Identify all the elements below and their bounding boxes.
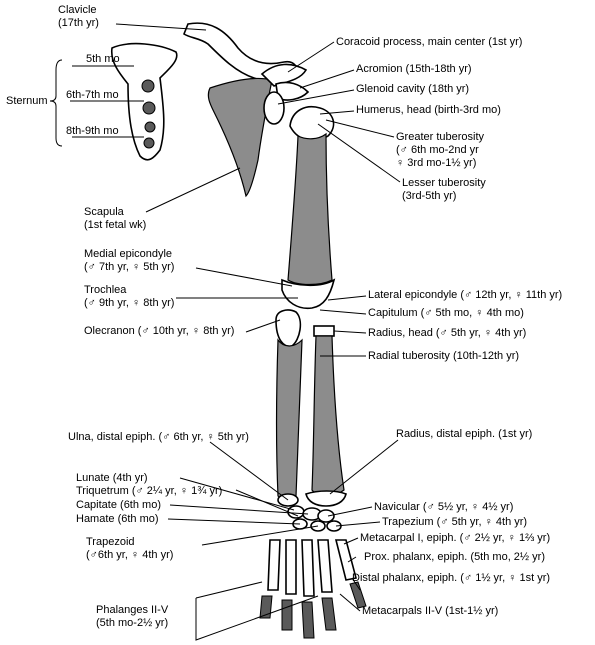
label-sternum-8th-9th-mo: 8th-9th mo [66, 125, 119, 137]
label-acromion: Acromion (15th-18th yr) [356, 63, 472, 75]
label-humerus-head: Humerus, head (birth-3rd mo) [356, 104, 501, 116]
label-radial-tuberosity: Radial tuberosity (10th-12th yr) [368, 350, 520, 362]
label-sternum-6th-7th-mo: 6th-7th mo [66, 89, 119, 101]
label-lunate: Lunate (4th yr) [76, 472, 148, 484]
carpal-bones [287, 505, 342, 532]
label-trapezium: Trapezium (♂ 5th yr, ♀ 4th yr) [382, 516, 528, 528]
phalanx-3 [301, 601, 315, 639]
label-scapula: Scapula (1st fetal wk) [84, 206, 147, 231]
phalanx-2 [321, 597, 337, 631]
label-capitulum: Capitulum (♂ 5th mo, ♀ 4th mo) [368, 307, 524, 319]
sternum-center-4 [143, 137, 155, 149]
phalanx-5 [259, 595, 273, 619]
label-triquetrum: Triquetrum (♂ 2¼ yr, ♀ 1¾ yr) [76, 485, 223, 497]
label-sternum: Sternum [6, 95, 48, 107]
metacarpal-3 [301, 539, 315, 597]
humerus-distal-end [281, 278, 336, 310]
sternum-center-2 [142, 101, 156, 115]
metacarpal-1 [334, 539, 357, 581]
label-lateral-epicondyle: Lateral epicondyle (♂ 12th yr, ♀ 11th yr… [368, 289, 563, 301]
label-sternum-5th-mo: 5th mo [86, 53, 120, 65]
navicular-bone [317, 509, 335, 523]
label-radius-head: Radius, head (♂ 5th yr, ♀ 4th yr) [368, 327, 527, 339]
label-lesser-tuberosity: Lesser tuberosity (3rd-5th yr) [402, 177, 486, 202]
leader-lines [49, 23, 401, 641]
label-glenoid-cavity: Glenoid cavity (18th yr) [356, 83, 470, 95]
label-phalanges-ii-v: Phalanges II-V (5th mo-2½ yr) [96, 604, 169, 629]
label-trapezoid: Trapezoid (♂6th yr, ♀ 4th yr) [86, 536, 174, 561]
radius-distal-epiphysis [305, 490, 347, 507]
label-coracoid-process: Coracoid process, main center (1st yr) [336, 36, 523, 48]
label-radius-distal-epiphysis: Radius, distal epiph. (1st yr) [396, 428, 533, 440]
label-hamate: Hamate (6th mo) [76, 513, 159, 525]
ulna-shaft [275, 338, 303, 500]
metacarpal-5 [267, 539, 281, 591]
radius-shaft [311, 335, 345, 497]
metacarpal-2 [317, 539, 333, 593]
glenoid-cavity [263, 91, 285, 125]
sternum-center-3 [144, 121, 156, 133]
humerus-shaft [287, 132, 333, 286]
lunate-bone [287, 505, 305, 519]
label-capitate: Capitate (6th mo) [76, 499, 161, 511]
label-navicular: Navicular (♂ 5½ yr, ♀ 4½ yr) [374, 501, 514, 513]
label-olecranon: Olecranon (♂ 10th yr, ♀ 8th yr) [84, 325, 235, 337]
phalanx-4 [281, 599, 293, 631]
metacarpal-4 [285, 539, 297, 595]
ulna-proximal [275, 309, 302, 348]
radius-head [313, 325, 335, 337]
metacarpal-bones [267, 539, 357, 597]
sternum-center-1 [141, 79, 155, 93]
label-clavicle: Clavicle (17th yr) [58, 4, 99, 29]
label-distal-phalanx: Distal phalanx, epiph. (♂ 1½ yr, ♀ 1st y… [352, 572, 551, 584]
label-metacarpal-i: Metacarpal I, epiph. (♂ 2½ yr, ♀ 1⅔ yr) [360, 532, 551, 544]
phalanges-bones [259, 581, 367, 639]
humerus-head [289, 106, 335, 142]
label-metacarpals-ii-v: Metacarpals II-V (1st-1½ yr) [362, 605, 499, 617]
label-greater-tuberosity: Greater tuberosity (♂ 6th mo-2nd yr ♀ 3r… [396, 131, 485, 169]
label-proximal-phalanx: Prox. phalanx, epiph. (5th mo, 2½ yr) [364, 551, 545, 563]
label-medial-epicondyle: Medial epicondyle (♂ 7th yr, ♀ 5th yr) [84, 248, 175, 273]
label-ulna-distal-epiphysis: Ulna, distal epiph. (♂ 6th yr, ♀ 5th yr) [68, 431, 249, 443]
sternum-bone [110, 42, 178, 161]
label-trochlea: Trochlea (♂ 9th yr, ♀ 8th yr) [84, 284, 175, 309]
